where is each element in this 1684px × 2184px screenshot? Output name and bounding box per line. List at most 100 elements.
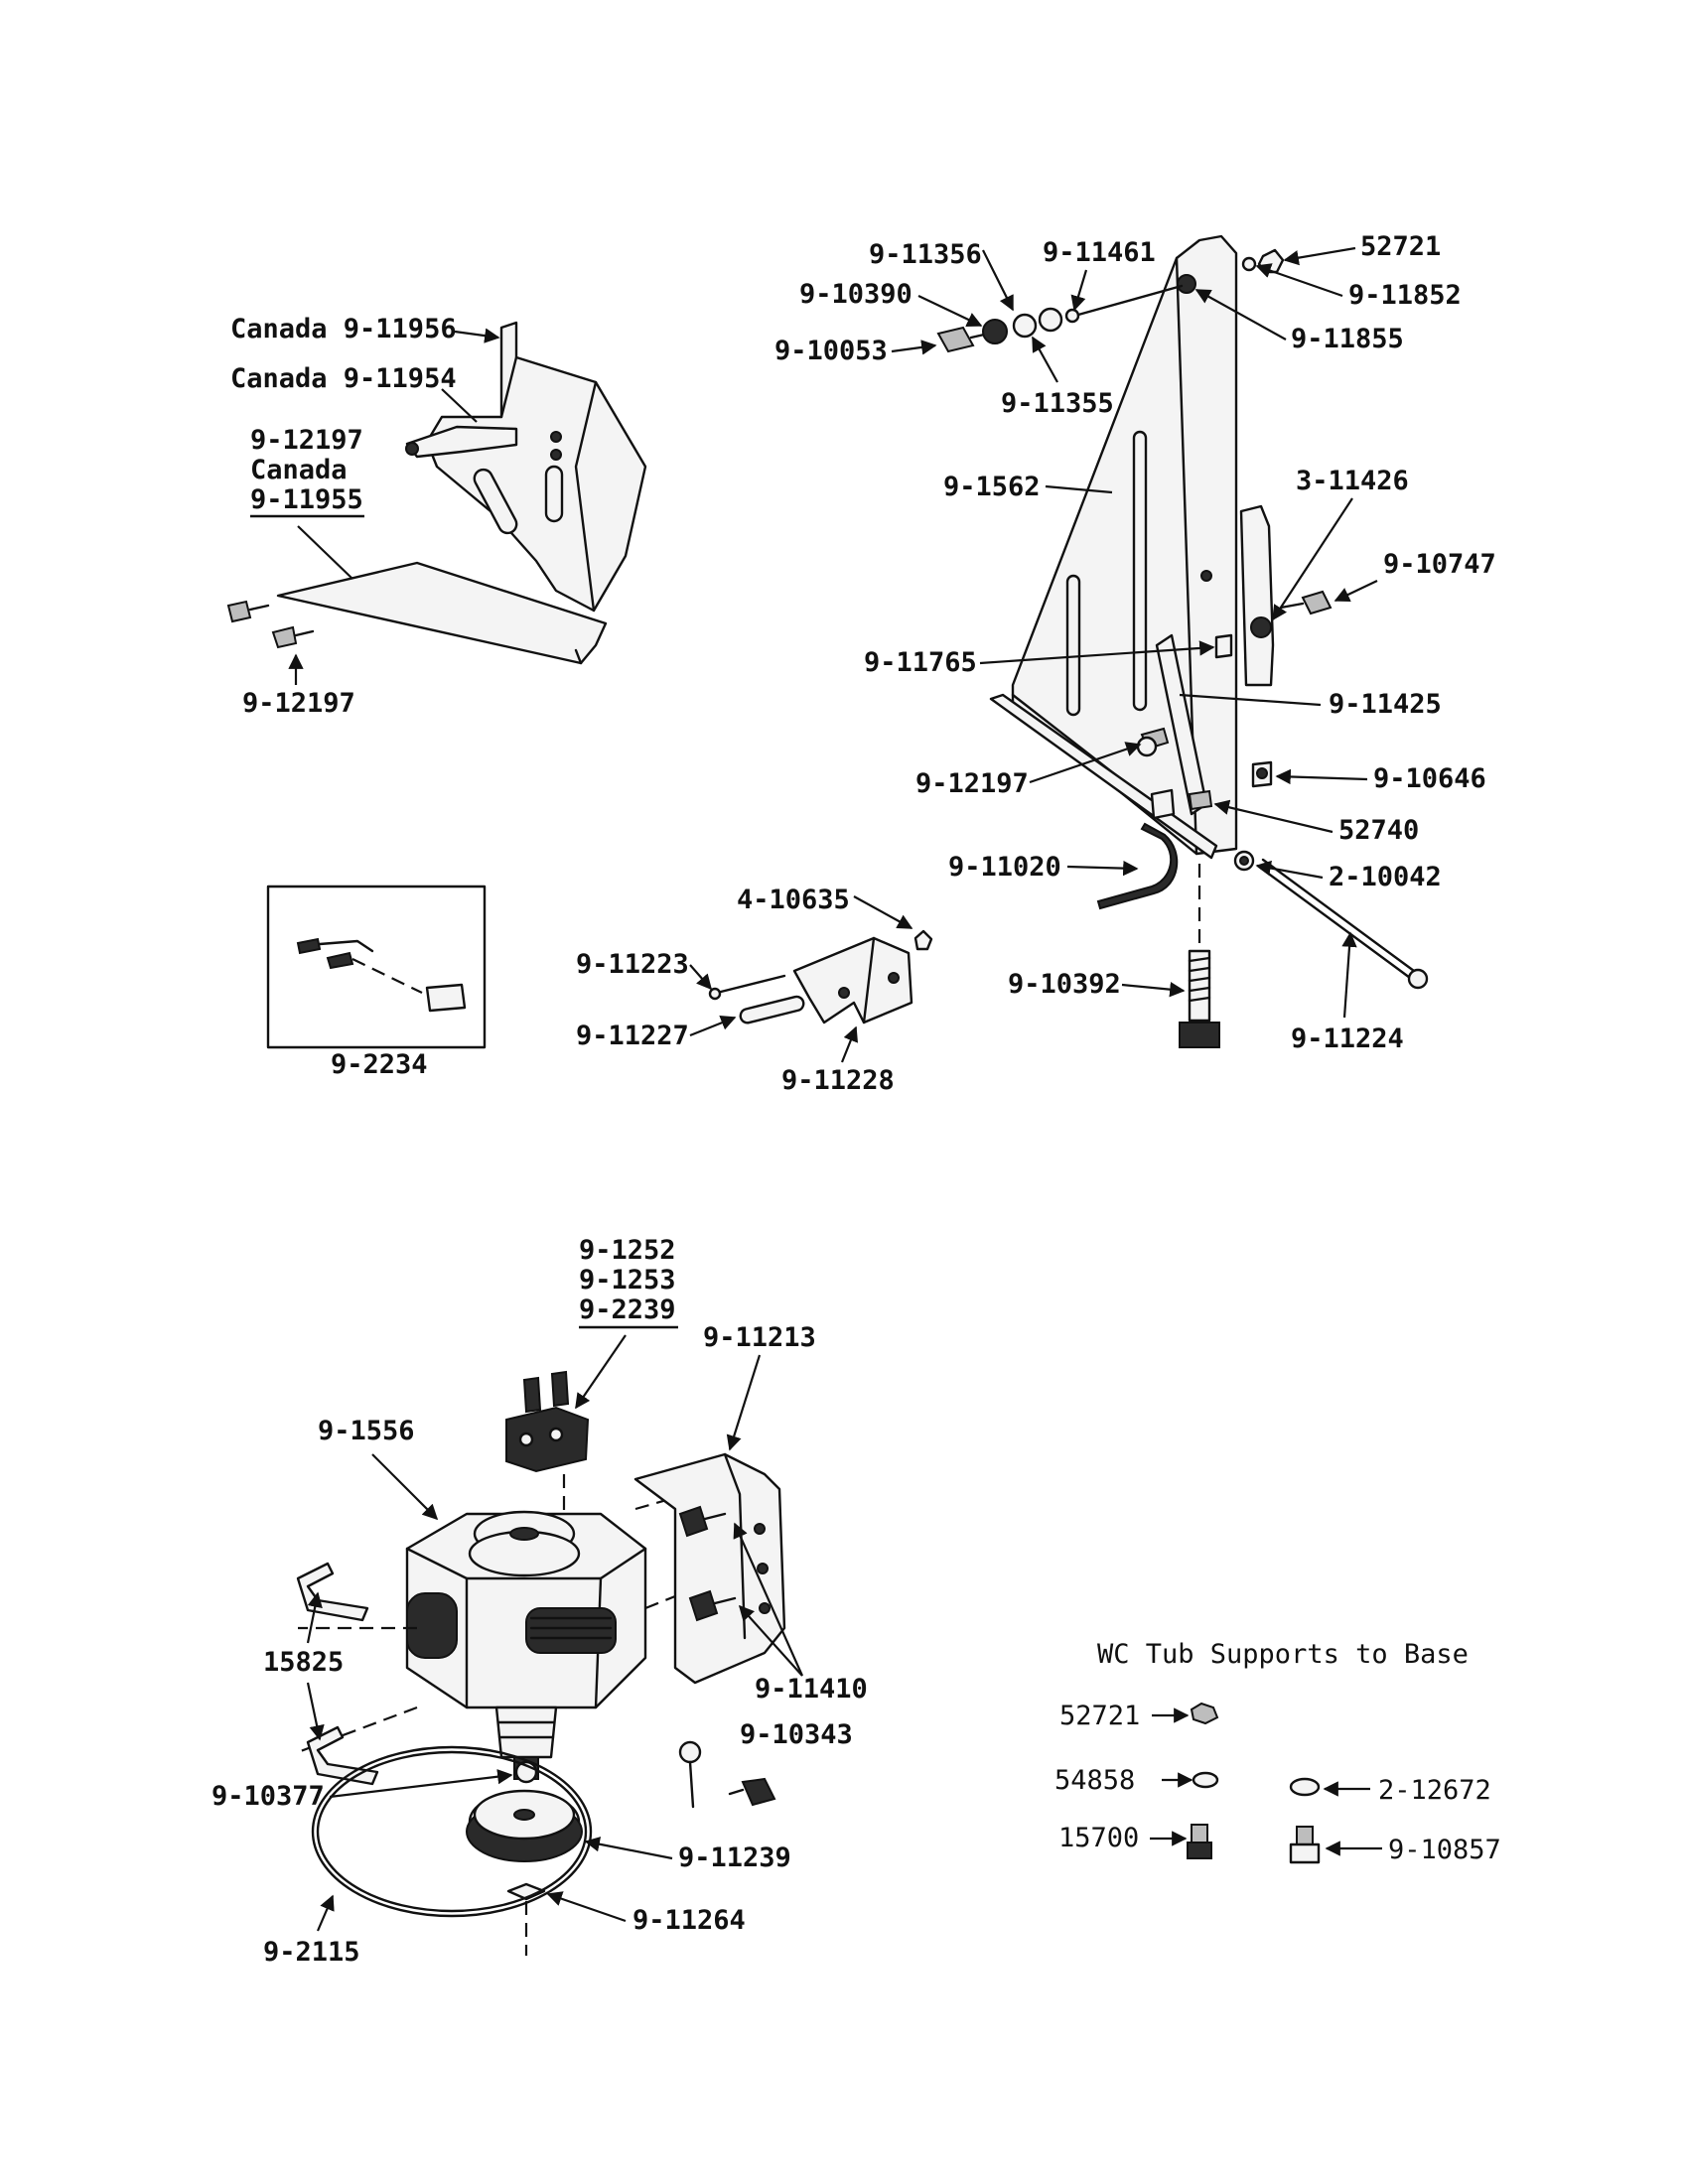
frame-slot-2 xyxy=(1065,574,1081,717)
label-9-11355: 9-11355 xyxy=(1001,388,1114,419)
top-hole xyxy=(1177,274,1196,294)
label-3-11426: 3-11426 xyxy=(1296,466,1409,496)
label-9-10343: 9-10343 xyxy=(740,1719,853,1750)
label-9-11765: 9-11765 xyxy=(864,647,977,678)
screw-9-10343 xyxy=(741,1777,776,1807)
label-9-11020: 9-11020 xyxy=(948,852,1061,883)
hex-bolt-icon xyxy=(1289,1826,1321,1864)
legend-code-52721: 52721 xyxy=(1059,1701,1140,1731)
frame-slot xyxy=(1132,430,1148,712)
label-9-1253: 9-1253 xyxy=(579,1265,676,1296)
small-bracket-assembly xyxy=(708,929,933,1024)
switch-block xyxy=(505,1406,590,1473)
bracket-hole xyxy=(405,442,419,456)
label-2-10042: 2-10042 xyxy=(1329,862,1442,892)
motor-vent xyxy=(406,1592,458,1659)
label-9-11461: 9-11461 xyxy=(1043,237,1156,268)
legend-title: WC Tub Supports to Base xyxy=(1097,1639,1469,1670)
flat-washer-icon xyxy=(1192,1771,1219,1789)
label-9-11213: 9-11213 xyxy=(703,1322,816,1353)
hex-bolt-icon xyxy=(1187,1824,1212,1859)
legend-code-15700: 15700 xyxy=(1058,1823,1139,1853)
label-4-10635: 4-10635 xyxy=(737,885,850,915)
label-9-11228: 9-11228 xyxy=(781,1065,895,1096)
label-9-11264: 9-11264 xyxy=(632,1905,746,1936)
clip-nut xyxy=(1214,633,1233,659)
label-9-10390: 9-10390 xyxy=(799,279,912,310)
label-9-12197-right: 9-12197 xyxy=(915,768,1029,799)
bolt-9-11410-a xyxy=(678,1505,709,1538)
label-9-2239: 9-2239 xyxy=(579,1295,676,1325)
wire-9-11020 xyxy=(1096,822,1179,910)
shield-slot-2 xyxy=(544,465,564,523)
label-9-11425: 9-11425 xyxy=(1329,689,1442,720)
label-9-2234: 9-2234 xyxy=(331,1049,428,1080)
washer-9-11356 xyxy=(1038,307,1063,333)
motor-bracket-9-11213 xyxy=(633,1452,786,1685)
label-9-10053: 9-10053 xyxy=(774,336,888,366)
washer-9-11852 xyxy=(1241,256,1257,272)
label-9-10747: 9-10747 xyxy=(1383,549,1496,580)
pin-9-11227 xyxy=(739,995,805,1024)
shield-labels: Canada 9-11956 Canada 9-11954 9-12197 Ca… xyxy=(230,314,500,719)
belt-9-2115 xyxy=(316,1750,588,1913)
label-9-11239: 9-11239 xyxy=(678,1843,791,1873)
label-9-1562: 9-1562 xyxy=(943,472,1041,502)
nut-52740 xyxy=(1188,789,1213,811)
bolt-9-11410-b xyxy=(688,1589,719,1622)
harness-connector xyxy=(425,983,467,1013)
label-canada-9-11956: Canada 9-11956 xyxy=(230,314,457,344)
motor-labels: 9-1252 9-1253 9-2239 9-11213 9-1556 1582… xyxy=(211,1235,868,1968)
screw-small-1 xyxy=(226,600,252,623)
legend-code-54858: 54858 xyxy=(1054,1765,1135,1796)
part-3-11426 xyxy=(1250,616,1272,638)
label-9-11224: 9-11224 xyxy=(1291,1024,1404,1054)
shield-hole xyxy=(550,431,562,443)
bracket-arm xyxy=(405,425,518,459)
washer-9-10390 xyxy=(982,319,1008,344)
small-bracket-labels: 4-10635 9-11223 9-11227 9-11228 xyxy=(576,885,913,1096)
legend-code-2-12672: 2-12672 xyxy=(1378,1775,1491,1806)
label-9-10392: 9-10392 xyxy=(1008,969,1121,1000)
label-52721-top: 52721 xyxy=(1360,231,1441,262)
washer-9-11264 xyxy=(506,1882,546,1901)
frame-block xyxy=(1150,788,1176,820)
clip-15825-bottom xyxy=(306,1725,379,1786)
harness-box xyxy=(266,885,487,1049)
shield-hole-2 xyxy=(550,449,562,461)
clip-15825-top xyxy=(296,1562,369,1622)
label-9-12197-bottom: 9-12197 xyxy=(242,688,355,719)
side-bracket xyxy=(1239,504,1275,687)
label-9-1252: 9-1252 xyxy=(579,1235,676,1266)
label-9-10377: 9-10377 xyxy=(211,1781,325,1812)
label-9-11410: 9-11410 xyxy=(755,1674,868,1705)
screw-9-10053 xyxy=(936,326,975,353)
motor-vent-2 xyxy=(525,1607,617,1654)
label-canada: Canada xyxy=(250,455,348,485)
label-9-1556: 9-1556 xyxy=(318,1416,415,1446)
rod-9-11224 xyxy=(1257,865,1412,980)
pin-9-11223 xyxy=(715,974,786,995)
washer-9-11461 xyxy=(1064,308,1080,324)
flat-plate xyxy=(276,561,608,665)
label-9-11955: 9-11955 xyxy=(250,484,363,515)
harness-kit: 9-2234 xyxy=(266,885,487,1080)
hex-nut-icon xyxy=(1190,1702,1219,1725)
label-9-2115: 9-2115 xyxy=(263,1937,360,1968)
mount-frame xyxy=(936,234,1429,1048)
label-9-10646: 9-10646 xyxy=(1373,763,1486,794)
lock-washer-icon xyxy=(1289,1777,1321,1797)
label-9-11356: 9-11356 xyxy=(869,239,982,270)
shield-slot xyxy=(473,468,518,535)
screw-small-2 xyxy=(271,625,298,649)
label-9-12197-top: 9-12197 xyxy=(250,425,363,456)
shield-panel xyxy=(425,321,647,613)
label-9-11223: 9-11223 xyxy=(576,949,689,980)
shield-assembly xyxy=(226,321,647,665)
label-canada-9-11954: Canada 9-11954 xyxy=(230,363,457,394)
label-9-11227: 9-11227 xyxy=(576,1021,689,1051)
washer-9-11355 xyxy=(1012,313,1038,339)
mount-frame-labels: 9-11356 9-11461 52721 9-10390 9-11852 9-… xyxy=(774,231,1496,1054)
label-15825: 15825 xyxy=(263,1647,344,1678)
